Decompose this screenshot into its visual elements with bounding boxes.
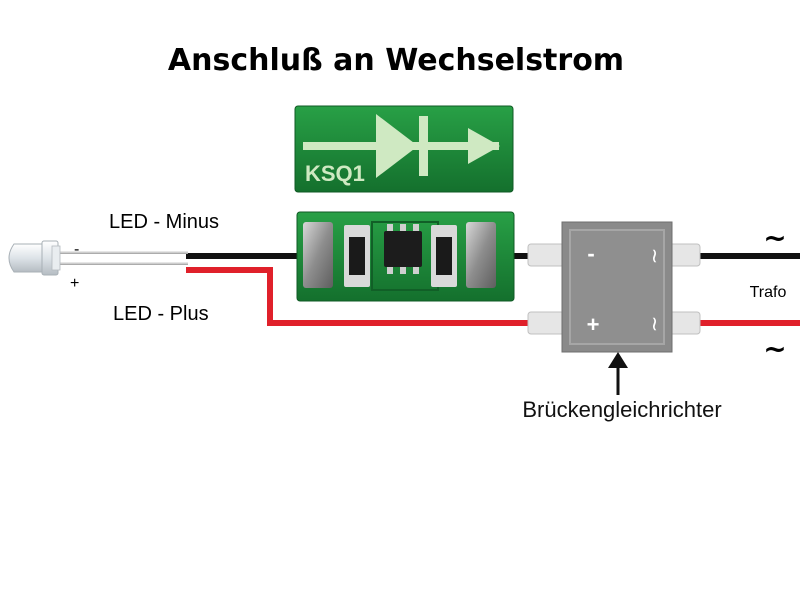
diode-arrow-icon	[303, 114, 500, 178]
left-solder-pad	[303, 222, 333, 288]
led-plus-label: LED - Plus	[113, 303, 209, 325]
right-solder-pad	[466, 222, 496, 288]
led-plus-sign: +	[70, 275, 79, 292]
trafo-ac-symbol-bottom: ~	[763, 332, 786, 365]
led-icon	[8, 240, 188, 276]
ic-chip	[384, 224, 422, 274]
led-minus-label: LED - Minus	[109, 211, 219, 233]
rectifier-pin-minus	[527, 243, 565, 267]
rectifier-label: Brückengleichrichter	[522, 397, 721, 422]
rectifier-ac-pin-1-label: ~	[643, 248, 667, 265]
rectifier-pin-plus	[527, 311, 565, 335]
diagram-title: Anschluß an Wechselstrom	[168, 43, 624, 78]
wires	[186, 253, 800, 326]
led-lead-minus	[60, 251, 188, 254]
ksq1-board	[296, 211, 515, 302]
ksq1-label: KSQ1	[305, 161, 365, 186]
trafo-ac-symbol-top: ~	[763, 221, 786, 254]
rectifier-ac-pin-2-label: ~	[643, 316, 667, 333]
led-minus-sign: -	[74, 241, 79, 258]
bridge-rectifier	[527, 221, 701, 353]
red-wire-led-plus	[186, 267, 540, 326]
rectifier-plus-pin-label: +	[587, 312, 600, 337]
up-arrow-icon	[608, 352, 628, 395]
rectifier-minus-pin-label: -	[587, 241, 594, 266]
led-lead-plus	[60, 262, 188, 265]
ksq1-top-module: KSQ1	[294, 105, 514, 193]
trafo-label: Trafo	[750, 284, 787, 301]
